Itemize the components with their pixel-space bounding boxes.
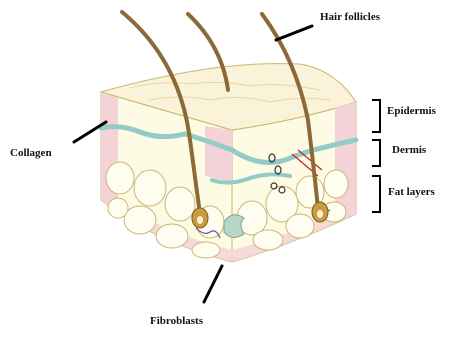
fat-layers-label: Fat layers <box>388 187 435 198</box>
dermis-label: Dermis <box>392 145 426 156</box>
fat-cell <box>134 170 166 206</box>
fat-cell <box>156 224 188 248</box>
dermis-right-notch <box>205 126 232 182</box>
fat-cell <box>324 170 348 198</box>
dermis-bracket <box>372 140 380 166</box>
fat-cell <box>108 198 128 218</box>
epidermis-bracket <box>372 100 380 132</box>
fat-cell <box>253 230 283 250</box>
fat-cell <box>106 162 134 194</box>
layer-brackets <box>372 100 380 212</box>
fat-cell <box>165 187 195 221</box>
fat-cell <box>192 242 220 258</box>
fat-layers-bracket <box>372 176 380 212</box>
sweat-gland <box>224 215 244 238</box>
fat-cell <box>124 206 156 234</box>
fibroblasts-leader <box>204 266 222 302</box>
hair-follicles-leader <box>276 26 312 40</box>
fat-cell <box>286 214 314 238</box>
fibroblasts-label: Fibroblasts <box>150 316 203 327</box>
follicle-core-right <box>317 210 323 218</box>
collagen-label: Collagen <box>10 148 52 159</box>
skin-block <box>101 64 356 262</box>
epidermis-label: Epidermis <box>387 106 436 117</box>
hair-follicles-label: Hair follicles <box>320 12 380 23</box>
follicle-core-left <box>197 216 203 224</box>
